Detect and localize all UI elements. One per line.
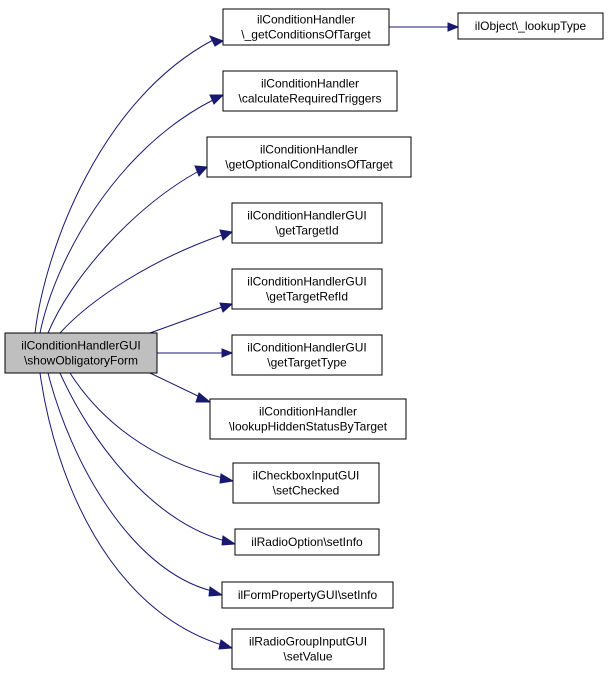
node-label-line: ilConditionHandler xyxy=(259,405,357,419)
edge-root-n10 xyxy=(59,372,226,542)
arrowhead-root-n10 xyxy=(221,535,237,546)
node-label-line: \getTargetType xyxy=(267,356,347,370)
node-label-line: ilRadioGroupInputGUI xyxy=(249,635,367,649)
node-label-line: ilConditionHandler xyxy=(261,77,359,91)
arrowhead-root-n3 xyxy=(209,94,225,105)
node-label-line: ilConditionHandlerGUI xyxy=(247,275,366,289)
node-box[interactable] xyxy=(221,581,394,609)
node-box[interactable] xyxy=(209,398,407,440)
edge-root-n3 xyxy=(39,99,214,334)
root-node[interactable]: ilConditionHandlerGUI\showObligatoryForm xyxy=(4,332,158,374)
arrowhead-root-n12 xyxy=(218,639,234,650)
node-box[interactable] xyxy=(457,12,604,40)
callee-node[interactable]: ilRadioOption\setInfo xyxy=(234,528,380,556)
edge-root-n4 xyxy=(47,171,198,334)
node-label-line: ilConditionHandlerGUI xyxy=(247,341,366,355)
edge-root-n8 xyxy=(149,372,201,398)
node-box[interactable] xyxy=(222,8,390,46)
arrowhead-root-n11 xyxy=(208,586,224,597)
node-box[interactable] xyxy=(234,528,380,556)
node-label-line: ilRadioOption\setInfo xyxy=(251,535,363,549)
callee-node[interactable]: ilObject\_lookupType xyxy=(457,12,604,40)
node-label-line: \getTargetRefId xyxy=(266,290,348,304)
node-box[interactable] xyxy=(231,202,383,244)
node-box[interactable] xyxy=(206,136,412,178)
node-box[interactable] xyxy=(232,462,380,504)
node-label-line: ilConditionHandler xyxy=(260,143,358,157)
node-label-line: ilCheckboxInputGUI xyxy=(253,469,360,483)
node-label-line: \showObligatoryForm xyxy=(24,354,138,368)
node-label-line: ilFormPropertyGUI\setInfo xyxy=(238,588,378,602)
node-label-line: \lookupHiddenStatusByTarget xyxy=(229,420,388,434)
arrowhead-root-n6 xyxy=(219,302,234,313)
edge-root-n12 xyxy=(39,372,223,646)
callee-node[interactable]: ilConditionHandler\_getConditionsOfTarge… xyxy=(222,8,390,46)
edges-layer xyxy=(34,22,460,650)
callee-node[interactable]: ilConditionHandlerGUI\getTargetId xyxy=(231,202,383,244)
callee-node[interactable]: ilFormPropertyGUI\setInfo xyxy=(221,581,394,609)
arrowhead-root-n5 xyxy=(219,229,234,241)
node-box[interactable] xyxy=(231,334,383,376)
nodes-layer: ilConditionHandlerGUI\showObligatoryForm… xyxy=(4,8,604,670)
edge-root-n1 xyxy=(34,39,214,334)
edge-root-n6 xyxy=(149,306,223,334)
node-label-line: \setChecked xyxy=(273,484,340,498)
callee-node[interactable]: ilConditionHandlerGUI\getTargetType xyxy=(231,334,383,376)
node-label-line: \getOptionalConditionsOfTarget xyxy=(225,158,393,172)
callee-node[interactable]: ilConditionHandler\getOptionalConditions… xyxy=(206,136,412,178)
node-label-line: \setValue xyxy=(283,650,332,664)
node-box[interactable] xyxy=(231,628,385,670)
arrowhead-root-n7 xyxy=(221,348,234,358)
callee-node[interactable]: ilConditionHandler\lookupHiddenStatusByT… xyxy=(209,398,407,440)
node-box[interactable] xyxy=(222,70,398,112)
arrowhead-root-n4 xyxy=(194,165,209,177)
node-label-line: \getTargetId xyxy=(275,224,338,238)
callee-node[interactable]: ilConditionHandlerGUI\getTargetRefId xyxy=(231,268,383,310)
callee-node[interactable]: ilConditionHandler\calculateRequiredTrig… xyxy=(222,70,398,112)
edge-root-n9 xyxy=(69,372,224,479)
node-label-line: \calculateRequiredTriggers xyxy=(239,92,382,106)
arrowhead-root-n1 xyxy=(208,35,225,47)
edge-root-n5 xyxy=(59,234,223,334)
node-label-line: ilConditionHandlerGUI xyxy=(21,339,140,353)
arrowhead-root-n9 xyxy=(219,473,235,484)
arrowhead-root-n8 xyxy=(195,392,212,403)
edge-root-n11 xyxy=(47,372,213,592)
node-box[interactable] xyxy=(231,268,383,310)
node-label-line: ilConditionHandler xyxy=(257,13,355,27)
node-label-line: ilConditionHandlerGUI xyxy=(247,209,366,223)
arrowhead-n1-n2 xyxy=(447,22,460,32)
callee-node[interactable]: ilCheckboxInputGUI\setChecked xyxy=(232,462,380,504)
node-label-line: ilObject\_lookupType xyxy=(475,19,587,33)
callee-node[interactable]: ilRadioGroupInputGUI\setValue xyxy=(231,628,385,670)
root-node-box[interactable] xyxy=(4,332,158,374)
node-label-line: \_getConditionsOfTarget xyxy=(241,28,371,42)
